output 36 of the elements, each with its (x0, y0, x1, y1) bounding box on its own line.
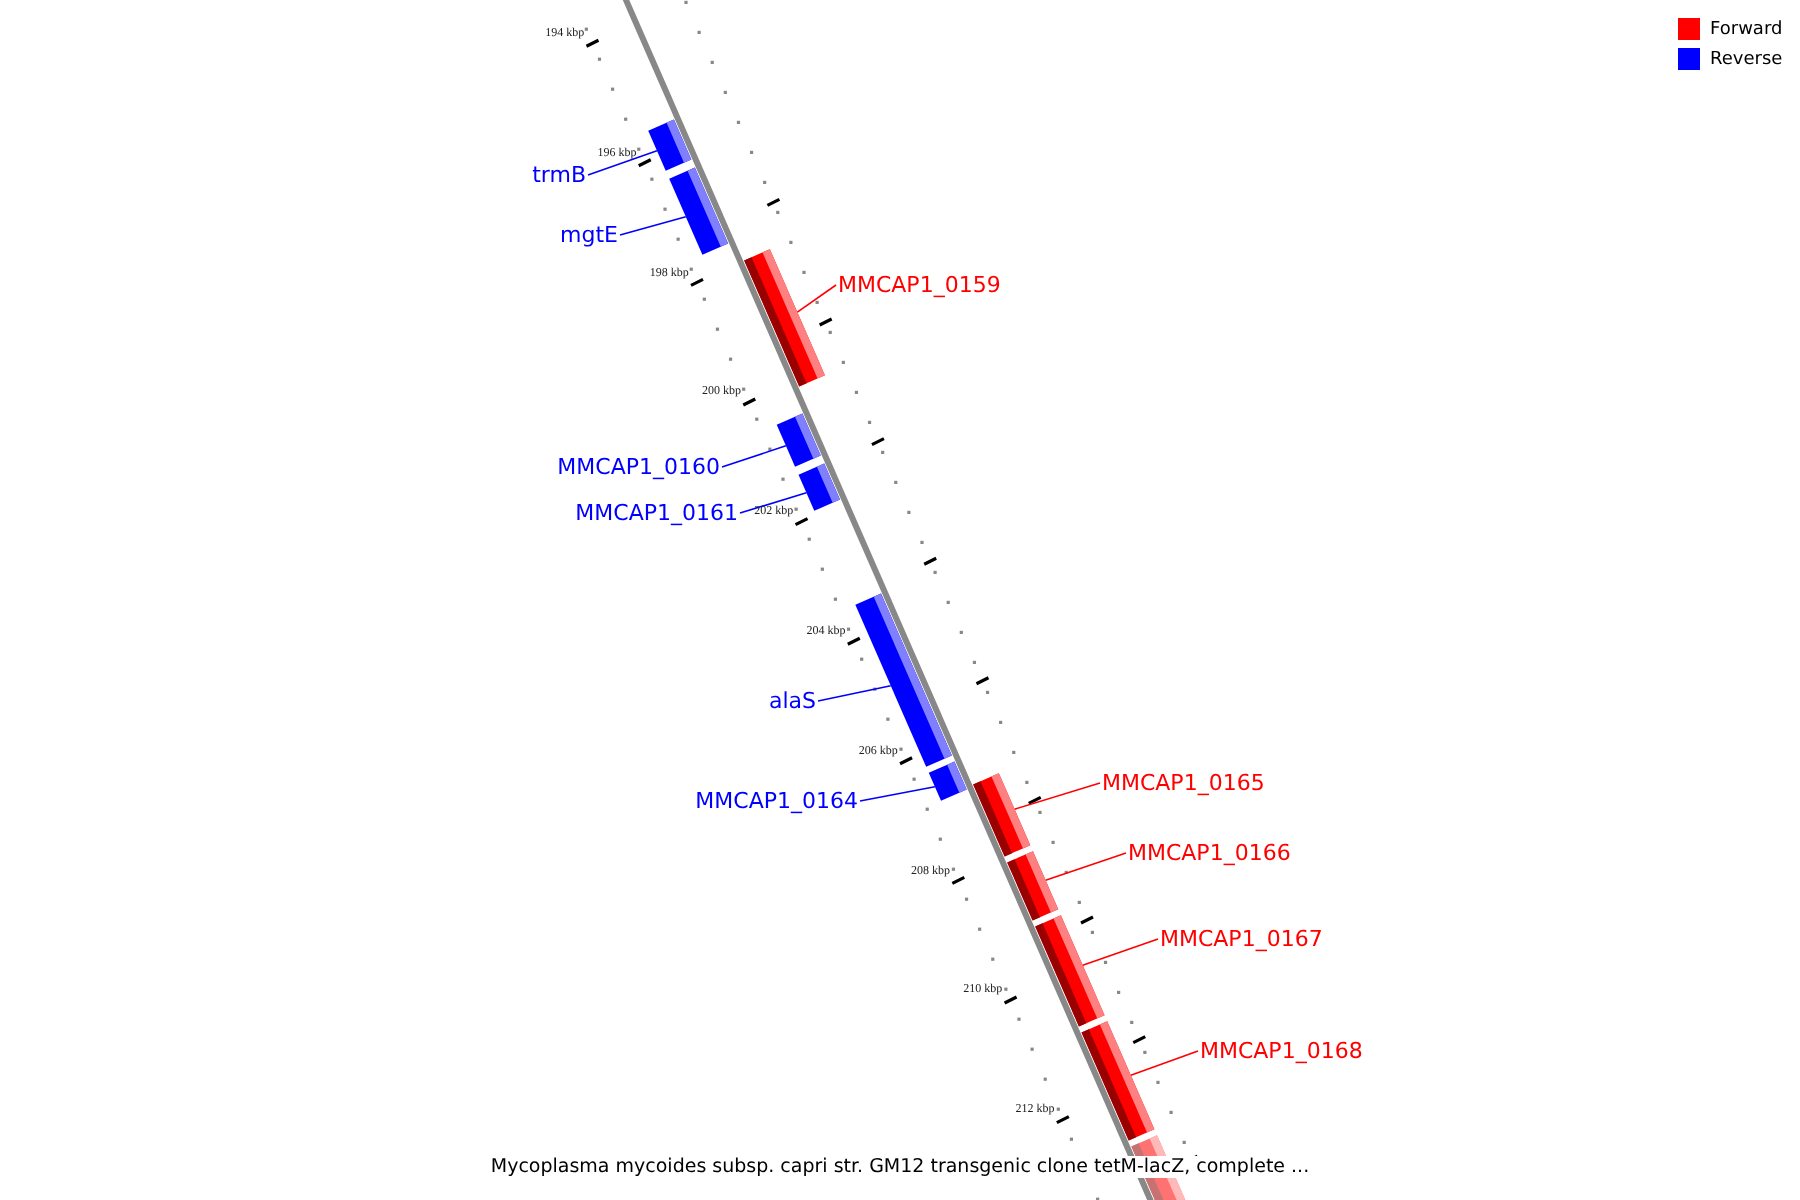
gene-label: MMCAP1_0164 (695, 788, 858, 814)
gene-bar (776, 413, 821, 467)
gene-label: MMCAP1_0168 (1200, 1038, 1363, 1064)
leader-line (1130, 1050, 1199, 1076)
gene-bar (744, 249, 825, 387)
gene-bar (973, 773, 1031, 857)
leader-line (1044, 852, 1127, 881)
gene-bar (928, 761, 967, 801)
gene-label: trmB (532, 162, 586, 188)
gene-bar (1007, 851, 1059, 921)
leader-line (1081, 938, 1159, 966)
gene-label: MMCAP1_0159 (838, 272, 1001, 298)
gene-bar (669, 167, 729, 255)
leader-line (1013, 782, 1101, 810)
caption: Mycoplasma mycoides subsp. capri str. GM12 transgenic clone tetM-lacZ, complete ... (486, 1156, 1314, 1178)
gene-bar (1035, 915, 1105, 1027)
legend-label: Forward (1710, 19, 1783, 39)
gene-label: MMCAP1_0166 (1128, 840, 1291, 866)
gene-bar (855, 593, 952, 767)
legend-label: Reverse (1710, 49, 1783, 69)
gene-label: alaS (768, 688, 816, 714)
leader-line (721, 445, 787, 468)
gene-label: MMCAP1_0160 (557, 454, 720, 480)
gene-bar (648, 119, 692, 171)
gene-label: MMCAP1_0161 (575, 500, 738, 526)
leader-line (587, 150, 658, 176)
gene-label: MMCAP1_0165 (1102, 770, 1265, 796)
gene-bar (798, 463, 840, 511)
gene-label: MMCAP1_0167 (1160, 926, 1323, 952)
leader-line (619, 216, 687, 236)
leader-line (817, 685, 892, 702)
gene-bar (1081, 1021, 1155, 1141)
leader-line (796, 284, 837, 313)
leader-line (739, 492, 808, 514)
gene-label: mgtE (560, 222, 618, 248)
leader-line (859, 786, 936, 802)
